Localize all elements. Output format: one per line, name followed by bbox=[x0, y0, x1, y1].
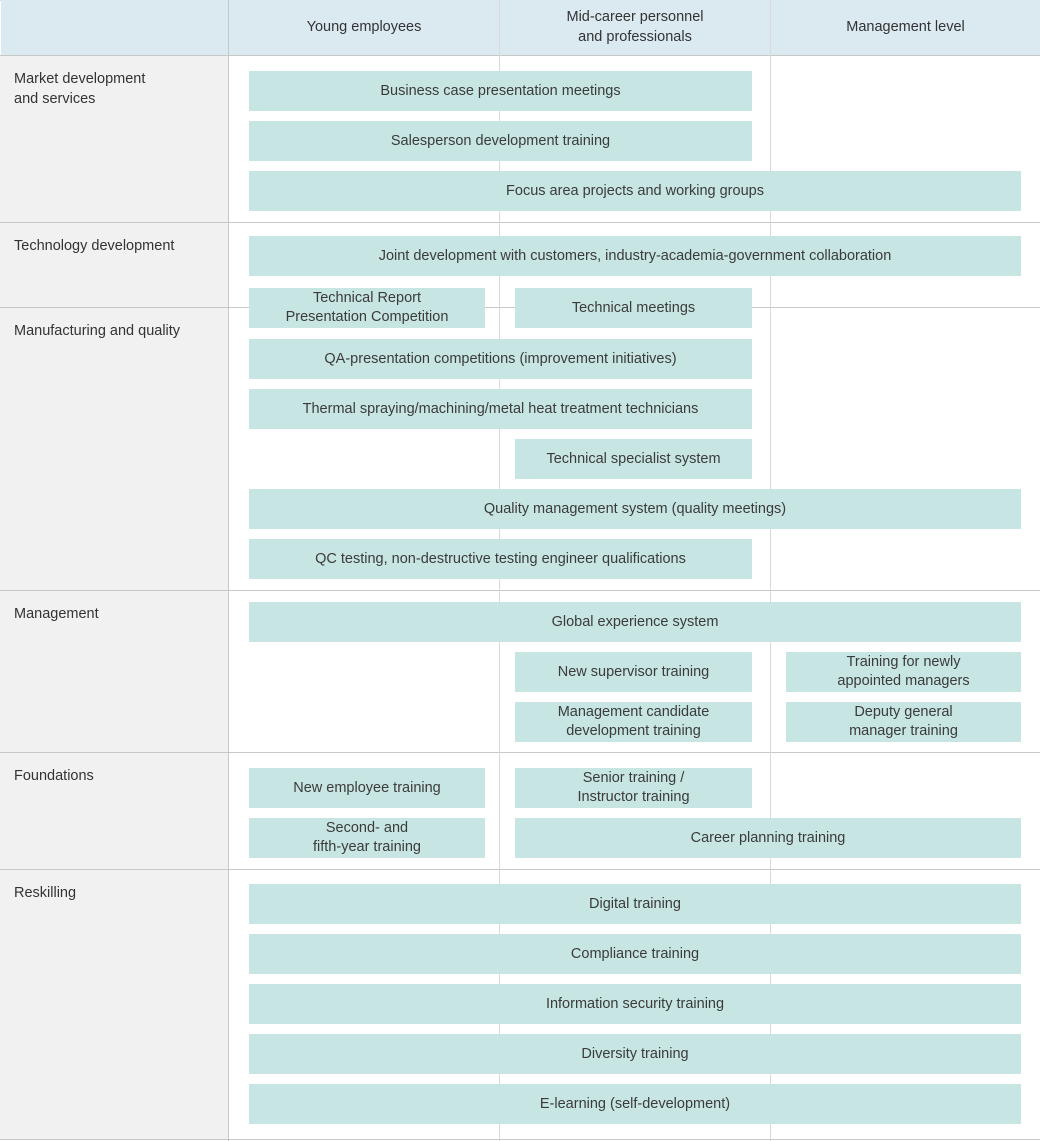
program-bar-technical-meetings[interactable]: Technical meetings bbox=[515, 288, 752, 328]
program-bar-label: Focus area projects and working groups bbox=[506, 182, 764, 199]
grid-line-col-label bbox=[228, 0, 229, 1141]
program-bar-deputy-general-manager-training[interactable]: Deputy general manager training bbox=[786, 702, 1021, 742]
program-bar-label: Diversity training bbox=[581, 1045, 689, 1062]
row-label-manufacturing-quality: Manufacturing and quality bbox=[0, 308, 228, 590]
program-bar-quality-management-system[interactable]: Quality management system (quality meeti… bbox=[249, 489, 1021, 529]
program-bar-label: New supervisor training bbox=[557, 663, 710, 680]
header-col-mid-career: Mid-career personnel and professionals bbox=[500, 0, 770, 55]
row-label-management: Management bbox=[0, 591, 228, 752]
header-col-mid-career-label: Mid-career personnel and professionals bbox=[566, 8, 704, 45]
row-label-foundations-text: Foundations bbox=[14, 768, 94, 784]
program-bar-label: Salesperson development training bbox=[390, 132, 611, 149]
program-bar-label: New employee training bbox=[293, 779, 441, 796]
header-col-young-employees: Young employees bbox=[229, 0, 499, 55]
program-bar-training-for-newly-appointed-managers[interactable]: Training for newly appointed managers bbox=[786, 652, 1021, 692]
program-bar-label: Technical Report Presentation Competitio… bbox=[285, 290, 449, 325]
program-bar-label: Second- and fifth-year training bbox=[313, 820, 421, 855]
row-label-manufacturing-quality-text: Manufacturing and quality bbox=[14, 323, 181, 339]
program-bar-label: Global experience system bbox=[551, 613, 719, 630]
program-bar-label: Career planning training bbox=[690, 829, 846, 846]
program-bar-label: Joint development with customers, indust… bbox=[378, 247, 892, 264]
program-bar-diversity-training[interactable]: Diversity training bbox=[249, 1034, 1021, 1074]
program-bar-technical-report-presentation-competition[interactable]: Technical Report Presentation Competitio… bbox=[249, 288, 485, 328]
program-bar-label: Deputy general manager training bbox=[849, 704, 958, 739]
grid-line-row-4 bbox=[0, 752, 1040, 753]
program-bar-second-and-fifth-year-training[interactable]: Second- and fifth-year training bbox=[249, 818, 485, 858]
program-bar-focus-area-projects-and-working-groups[interactable]: Focus area projects and working groups bbox=[249, 171, 1021, 211]
header-col-young-employees-label: Young employees bbox=[306, 18, 422, 35]
program-bar-label: Thermal spraying/machining/metal heat tr… bbox=[302, 400, 699, 417]
program-bar-label: Training for newly appointed managers bbox=[837, 654, 970, 689]
program-bar-business-case-presentation-meetings[interactable]: Business case presentation meetings bbox=[249, 71, 752, 111]
program-bar-joint-development-with-customers[interactable]: Joint development with customers, indust… bbox=[249, 236, 1021, 276]
program-bar-label: Senior training / Instructor training bbox=[577, 770, 690, 805]
program-bar-compliance-training[interactable]: Compliance training bbox=[249, 934, 1021, 974]
program-bar-label: Business case presentation meetings bbox=[380, 82, 621, 99]
program-bar-e-learning-self-development[interactable]: E-learning (self-development) bbox=[249, 1084, 1021, 1124]
program-bar-label: Quality management system (quality meeti… bbox=[483, 500, 787, 517]
program-bar-label: Digital training bbox=[589, 895, 681, 912]
row-label-technology-development: Technology development bbox=[0, 223, 228, 307]
row-label-management-text: Management bbox=[14, 606, 99, 622]
program-bar-label: QC testing, non-destructive testing engi… bbox=[315, 550, 686, 567]
program-bar-management-candidate-development-training[interactable]: Management candidate development trainin… bbox=[515, 702, 752, 742]
program-bar-qc-testing-non-destructive-testing-engineer-qualifications[interactable]: QC testing, non-destructive testing engi… bbox=[249, 539, 752, 579]
row-label-technology-development-text: Technology development bbox=[14, 238, 175, 254]
program-bar-salesperson-development-training[interactable]: Salesperson development training bbox=[249, 121, 752, 161]
program-bar-label: QA-presentation competitions (improvemen… bbox=[324, 350, 677, 367]
program-bar-senior-training-instructor-training[interactable]: Senior training / Instructor training bbox=[515, 768, 752, 808]
program-bar-label: E-learning (self-development) bbox=[539, 1095, 731, 1112]
program-bar-digital-training[interactable]: Digital training bbox=[249, 884, 1021, 924]
row-label-reskilling-text: Reskilling bbox=[14, 885, 77, 901]
row-label-foundations: Foundations bbox=[0, 753, 228, 869]
program-bar-global-experience-system[interactable]: Global experience system bbox=[249, 602, 1021, 642]
program-bar-new-supervisor-training[interactable]: New supervisor training bbox=[515, 652, 752, 692]
grid-line-bottom bbox=[0, 1139, 1040, 1140]
program-bar-label: Technical meetings bbox=[571, 299, 696, 316]
row-label-reskilling: Reskilling bbox=[0, 870, 228, 1139]
header-corner-cell bbox=[1, 0, 228, 55]
program-bar-label: Technical specialist system bbox=[546, 450, 721, 467]
row-label-market-development: Market development and services bbox=[0, 56, 228, 222]
header-col-management-level: Management level bbox=[771, 0, 1040, 55]
program-bar-label: Management candidate development trainin… bbox=[557, 704, 710, 739]
program-bar-technical-specialist-system[interactable]: Technical specialist system bbox=[515, 439, 752, 479]
program-bar-label: Information security training bbox=[545, 995, 725, 1012]
row-label-market-development-text: Market development and services bbox=[14, 71, 146, 107]
grid-line-header-bottom bbox=[0, 55, 1040, 56]
program-bar-qa-presentation-competitions[interactable]: QA-presentation competitions (improvemen… bbox=[249, 339, 752, 379]
program-bar-label: Compliance training bbox=[570, 945, 700, 962]
program-bar-career-planning-training[interactable]: Career planning training bbox=[515, 818, 1021, 858]
header-col-management-level-label: Management level bbox=[846, 18, 965, 35]
grid-line-col-midcareer bbox=[770, 0, 771, 1141]
grid-line-row-5 bbox=[0, 869, 1040, 870]
program-bar-thermal-spraying-machining-metal-heat-treatment-technicians[interactable]: Thermal spraying/machining/metal heat tr… bbox=[249, 389, 752, 429]
program-bar-information-security-training[interactable]: Information security training bbox=[249, 984, 1021, 1024]
program-bar-new-employee-training[interactable]: New employee training bbox=[249, 768, 485, 808]
grid-line-row-1 bbox=[0, 222, 1040, 223]
grid-line-row-3 bbox=[0, 590, 1040, 591]
